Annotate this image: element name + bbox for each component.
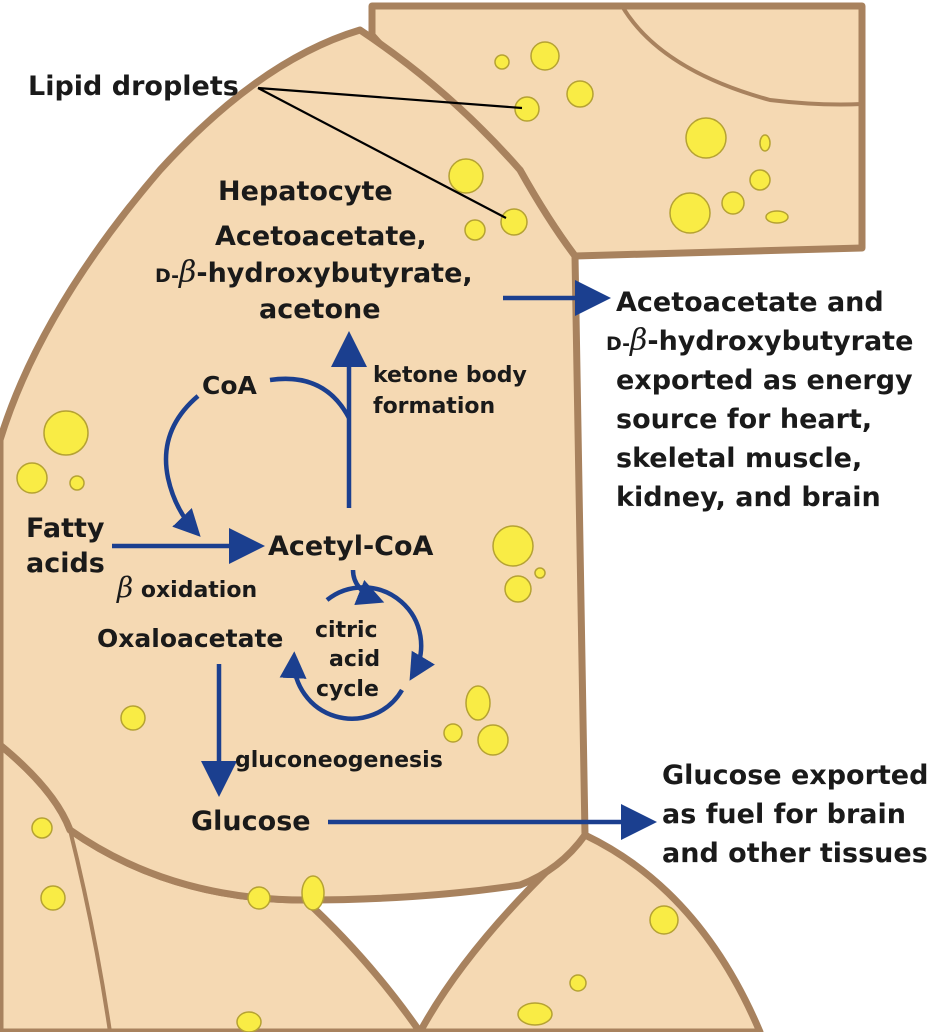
lipid-droplet xyxy=(721,191,745,215)
ketone-bodies-line-1: Acetoacetate, xyxy=(215,221,427,252)
lipid-droplets xyxy=(16,41,789,1032)
ketone-bodies-line-2: D-β-hydroxybutyrate, xyxy=(155,255,473,290)
lipid-droplet xyxy=(569,974,587,992)
lipid-droplet xyxy=(465,685,491,721)
pointer-line-upper xyxy=(257,86,523,110)
lipid-droplet xyxy=(236,1011,262,1032)
ketone-export-line-5: skeletal muscle, xyxy=(616,443,862,474)
lipid-droplet xyxy=(749,169,771,191)
lipid-droplet xyxy=(448,158,484,194)
lipid-droplet xyxy=(759,134,771,152)
ketone-export-line-1: Acetoacetate and xyxy=(616,287,884,318)
lipid-droplet xyxy=(500,208,528,236)
glucose-export-line-1: Glucose exported xyxy=(662,760,928,791)
oxidation-text: oxidation xyxy=(133,578,257,603)
lipid-droplet xyxy=(566,80,594,108)
beta-symbol: β xyxy=(116,571,133,604)
pathway-arrows xyxy=(112,280,657,840)
coa-recycle-arrow xyxy=(163,394,201,537)
lipid-droplet xyxy=(40,885,66,911)
neighbor-cell-top-right-inner-line xyxy=(620,4,863,107)
oxaloacetate-label: Oxaloacetate xyxy=(97,624,283,653)
beta-symbol: β xyxy=(178,255,196,290)
citric-cycle-label-3: cycle xyxy=(316,677,379,702)
lipid-droplet xyxy=(494,54,510,70)
gluconeogenesis-label: gluconeogenesis xyxy=(235,748,443,773)
ketone-formation-label-2: formation xyxy=(373,394,495,419)
citric-cycle-right-arc xyxy=(325,585,435,681)
glucose-export-line-2: as fuel for brain xyxy=(662,799,906,830)
lipid-droplet xyxy=(464,219,486,241)
ketone-formation-label-1: ketone body xyxy=(373,363,527,388)
glucose-export-line-3: and other tissues xyxy=(662,838,928,869)
lipid-droplet xyxy=(69,475,85,491)
hydroxybutyrate-text: -hydroxybutyrate, xyxy=(196,258,472,289)
lipid-droplet xyxy=(517,1002,553,1026)
lipid-droplet xyxy=(31,817,53,839)
acetyl-coa-label: Acetyl-CoA xyxy=(268,531,434,562)
d-prefix: D- xyxy=(606,333,630,355)
lipid-droplet xyxy=(443,723,463,743)
ketone-export-line-3: exported as energy xyxy=(616,365,913,396)
lipid-droplet-pointers xyxy=(257,86,523,219)
lipid-droplet xyxy=(669,192,711,234)
ketone-export-line-2: D-β-hydroxybutyrate xyxy=(606,323,913,358)
fatty-acids-label-2: acids xyxy=(26,548,105,579)
pointer-line-lower xyxy=(257,87,507,219)
lipid-droplet xyxy=(43,410,89,456)
ketone-bodies-line-3: acetone xyxy=(259,294,381,325)
labels: Lipid droplets Hepatocyte Acetoacetate, … xyxy=(26,71,928,869)
coa-label: CoA xyxy=(202,371,258,400)
lipid-droplet xyxy=(530,41,560,71)
lipid-droplet xyxy=(247,886,271,910)
lipid-droplet xyxy=(685,117,727,159)
ketone-export-line-6: kidney, and brain xyxy=(616,482,881,513)
lipid-droplet xyxy=(514,96,540,122)
hepatocyte-label: Hepatocyte xyxy=(218,176,393,207)
beta-oxidation-label: β oxidation xyxy=(116,571,257,604)
lipid-droplet xyxy=(504,575,532,603)
lipid-droplet xyxy=(16,462,48,494)
lipid-droplets-label: Lipid droplets xyxy=(28,71,239,102)
fatty-acids-label-1: Fatty xyxy=(26,513,105,544)
d-prefix: D- xyxy=(155,265,179,287)
lipid-droplet xyxy=(477,724,509,756)
lipid-droplet xyxy=(765,210,789,224)
citric-cycle-label-1: citric xyxy=(315,618,378,643)
lipid-droplet xyxy=(534,567,546,579)
lipid-droplet xyxy=(301,875,325,911)
lipid-droplet xyxy=(649,905,679,935)
ketone-export-line-4: source for heart, xyxy=(616,404,872,435)
citric-cycle-left-arc xyxy=(279,651,404,721)
lipid-droplet xyxy=(120,705,146,731)
hepatocyte-cell xyxy=(0,26,589,904)
hydroxybutyrate-text: -hydroxybutyrate xyxy=(647,326,913,357)
glucose-label: Glucose xyxy=(191,806,311,837)
neighbor-cell-bottom-left-inner-line xyxy=(68,829,112,1032)
lipid-droplet xyxy=(492,525,534,567)
citric-cycle-label-2: acid xyxy=(329,647,380,672)
beta-symbol: β xyxy=(629,323,647,358)
coa-to-ketone-branch xyxy=(269,376,351,420)
